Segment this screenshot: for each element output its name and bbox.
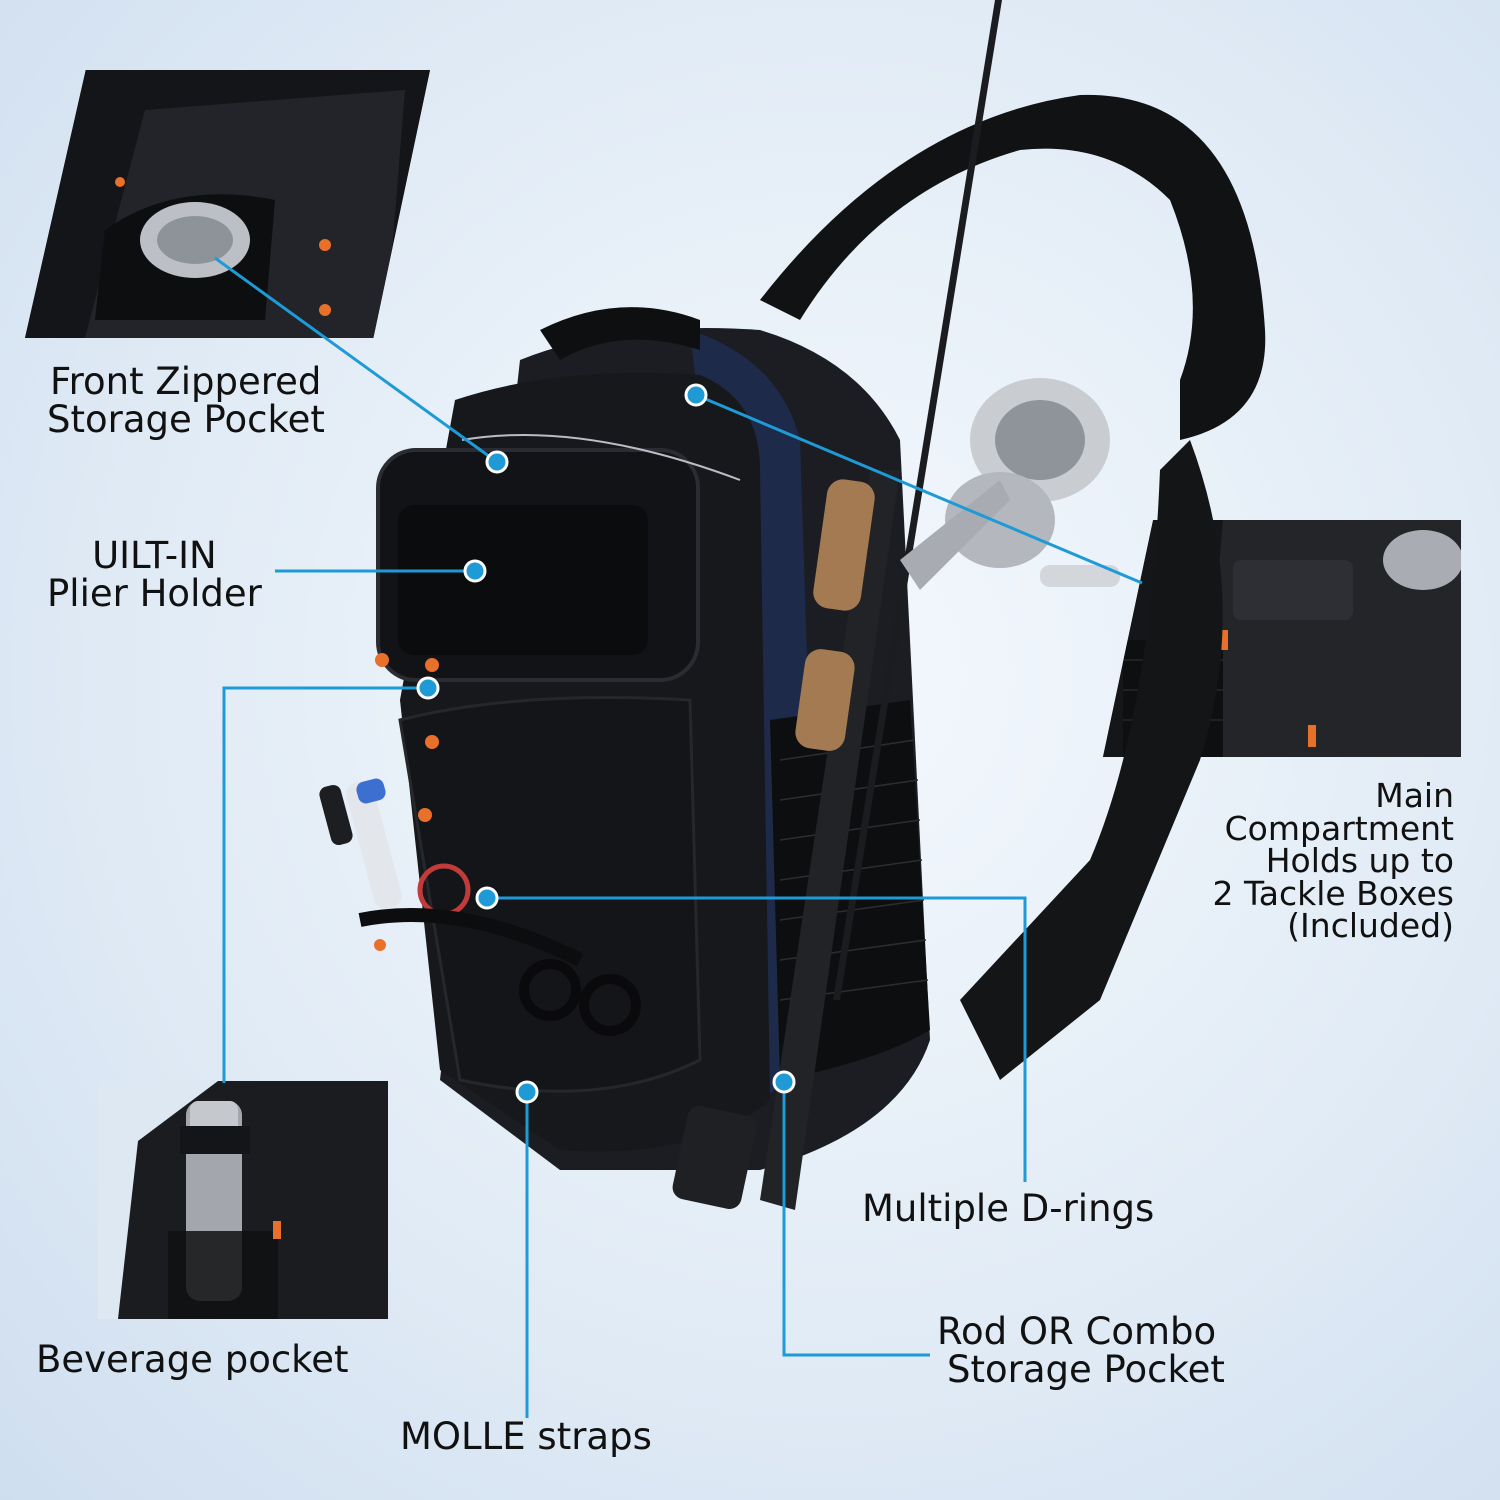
d-rings-label: Multiple D-rings bbox=[862, 1187, 1155, 1230]
leader-lines bbox=[214, 256, 1143, 1418]
top-handle bbox=[540, 307, 700, 360]
front-pocket-inset-image bbox=[25, 70, 430, 338]
pliers-image bbox=[319, 778, 641, 1036]
front-pocket-label: Front Zippered Storage Pocket bbox=[47, 360, 325, 441]
plier-holder-label: UILT-IN Plier Holder bbox=[47, 534, 262, 615]
shoulder-strap bbox=[760, 94, 1266, 441]
zipper-pulls bbox=[374, 653, 439, 951]
beverage-pocket-inset-image bbox=[98, 1081, 388, 1319]
spinning-reel-image bbox=[900, 378, 1120, 590]
velcro-patch bbox=[398, 505, 648, 655]
main-compartment-label: Main Compartment Holds up to 2 Tackle Bo… bbox=[1212, 776, 1454, 945]
rod-pocket-label: Rod OR Combo Storage Pocket bbox=[937, 1310, 1225, 1391]
callout-dots bbox=[416, 383, 796, 1104]
beverage-pocket-label: Beverage pocket bbox=[36, 1338, 349, 1381]
fishing-rod-image bbox=[833, 0, 1002, 1000]
molle-straps-label: MOLLE straps bbox=[400, 1415, 652, 1458]
